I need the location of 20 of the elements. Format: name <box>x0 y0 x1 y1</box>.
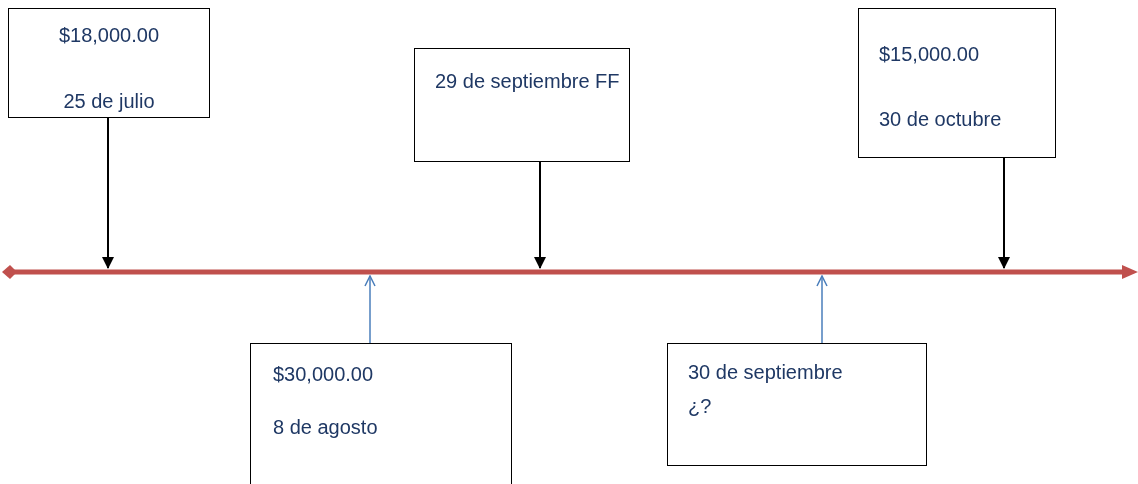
arrow <box>364 275 376 344</box>
box-heading: $18,000.00 <box>58 23 160 47</box>
box-heading: 29 de septiembre FF <box>435 69 620 93</box>
arrow <box>534 161 546 269</box>
box-heading: 30 de septiembre <box>688 360 843 384</box>
arrow <box>998 157 1010 269</box>
arrow <box>102 117 114 269</box>
box-text: 30 de octubre <box>879 107 1002 131</box>
box-text: ¿? <box>688 394 712 418</box>
arrow <box>816 275 828 344</box>
text-box <box>250 343 512 484</box>
text-box <box>414 48 630 162</box>
text-box <box>858 8 1056 158</box>
box-text: 8 de agosto <box>273 415 378 439</box>
text-box <box>667 343 927 466</box>
box-heading: $15,000.00 <box>879 42 980 66</box>
box-heading: $30,000.00 <box>273 362 374 386</box>
text-box <box>8 8 210 118</box>
timeline-arrow <box>0 262 1138 282</box>
box-text: 25 de julio <box>63 89 155 113</box>
